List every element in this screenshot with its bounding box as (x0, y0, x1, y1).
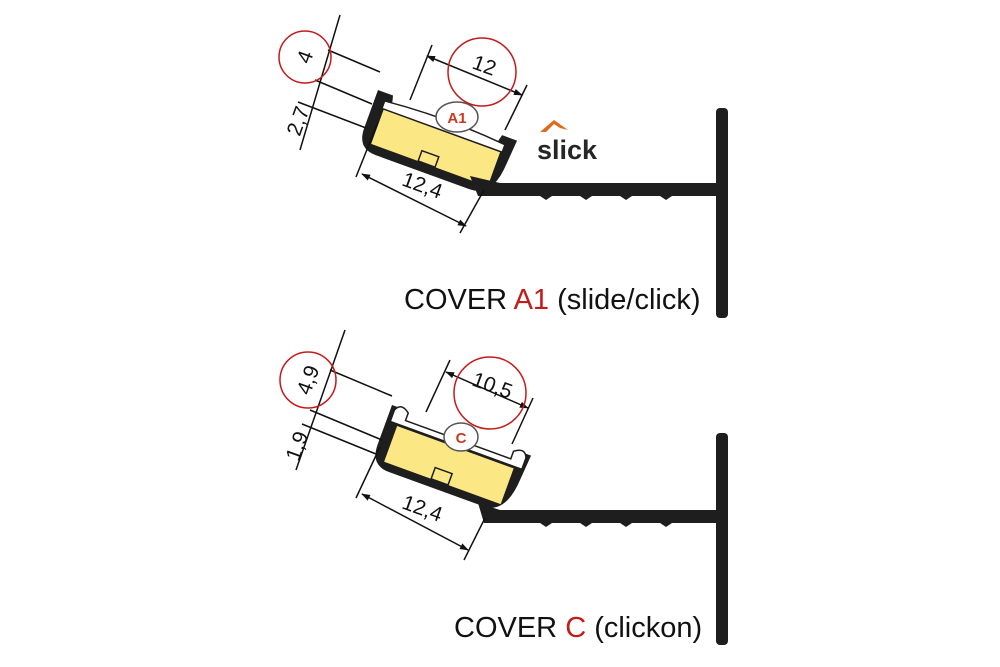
bottom-caption-code: C (565, 612, 587, 644)
bottom-dim-heights: 4,9 1,9 (279, 329, 393, 471)
top-dim-height-top-label: 4 (293, 47, 319, 66)
bottom-led-strip (384, 426, 514, 505)
bottom-caption-prefix: COVER (454, 612, 566, 644)
bottom-dim-inner-width: 10,5 (425, 356, 534, 445)
bottom-caption: COVER C (clickon) (454, 612, 702, 645)
top-led-strip (371, 108, 501, 187)
top-caption: COVER A1 (slide/click) (404, 284, 701, 317)
top-cover-badge-label: A1 (447, 110, 466, 127)
bottom-dim-height-top-label: 4,9 (293, 363, 325, 398)
top-cover-badge (435, 101, 479, 133)
bottom-channel-joint (478, 503, 500, 523)
slick-logo-text: slick (537, 135, 598, 165)
bottom-wall-flange (716, 433, 728, 645)
top-dim-height-bottom-label: 2,7 (283, 104, 315, 139)
top-caption-prefix: COVER (404, 284, 514, 316)
bottom-channel (375, 405, 532, 508)
top-channel-joint (470, 176, 500, 196)
bottom-led-chip (430, 466, 454, 486)
slick-arrow-icon (540, 120, 568, 132)
top-dim-inner-width-label: 12 (469, 51, 499, 81)
bottom-dim-outer-width-label: 12,4 (399, 491, 446, 527)
bottom-cover-badge (443, 422, 479, 452)
bottom-dim-outer-width: 12,4 (355, 446, 486, 561)
top-caption-suffix: (slide/click) (549, 284, 701, 316)
bottom-profile-diagram: C 10,5 12,4 4,9 1,9 (279, 329, 728, 645)
bottom-cover-badge-label: C (456, 430, 467, 447)
slick-logo: slick (537, 120, 598, 165)
top-arm (492, 183, 718, 196)
top-wall-flange (716, 108, 728, 318)
bottom-caption-suffix: (clickon) (586, 612, 703, 644)
bottom-dim-inner-width-label: 10,5 (469, 368, 515, 404)
top-led-chip (417, 149, 440, 169)
top-profile-diagram: A1 slick 12 12,4 4 2 (278, 14, 728, 318)
bottom-arm-serrations (540, 523, 672, 527)
bottom-cover (389, 406, 527, 471)
bottom-arm (492, 510, 718, 523)
top-caption-code: A1 (513, 284, 550, 316)
top-arm-serrations (540, 196, 672, 200)
